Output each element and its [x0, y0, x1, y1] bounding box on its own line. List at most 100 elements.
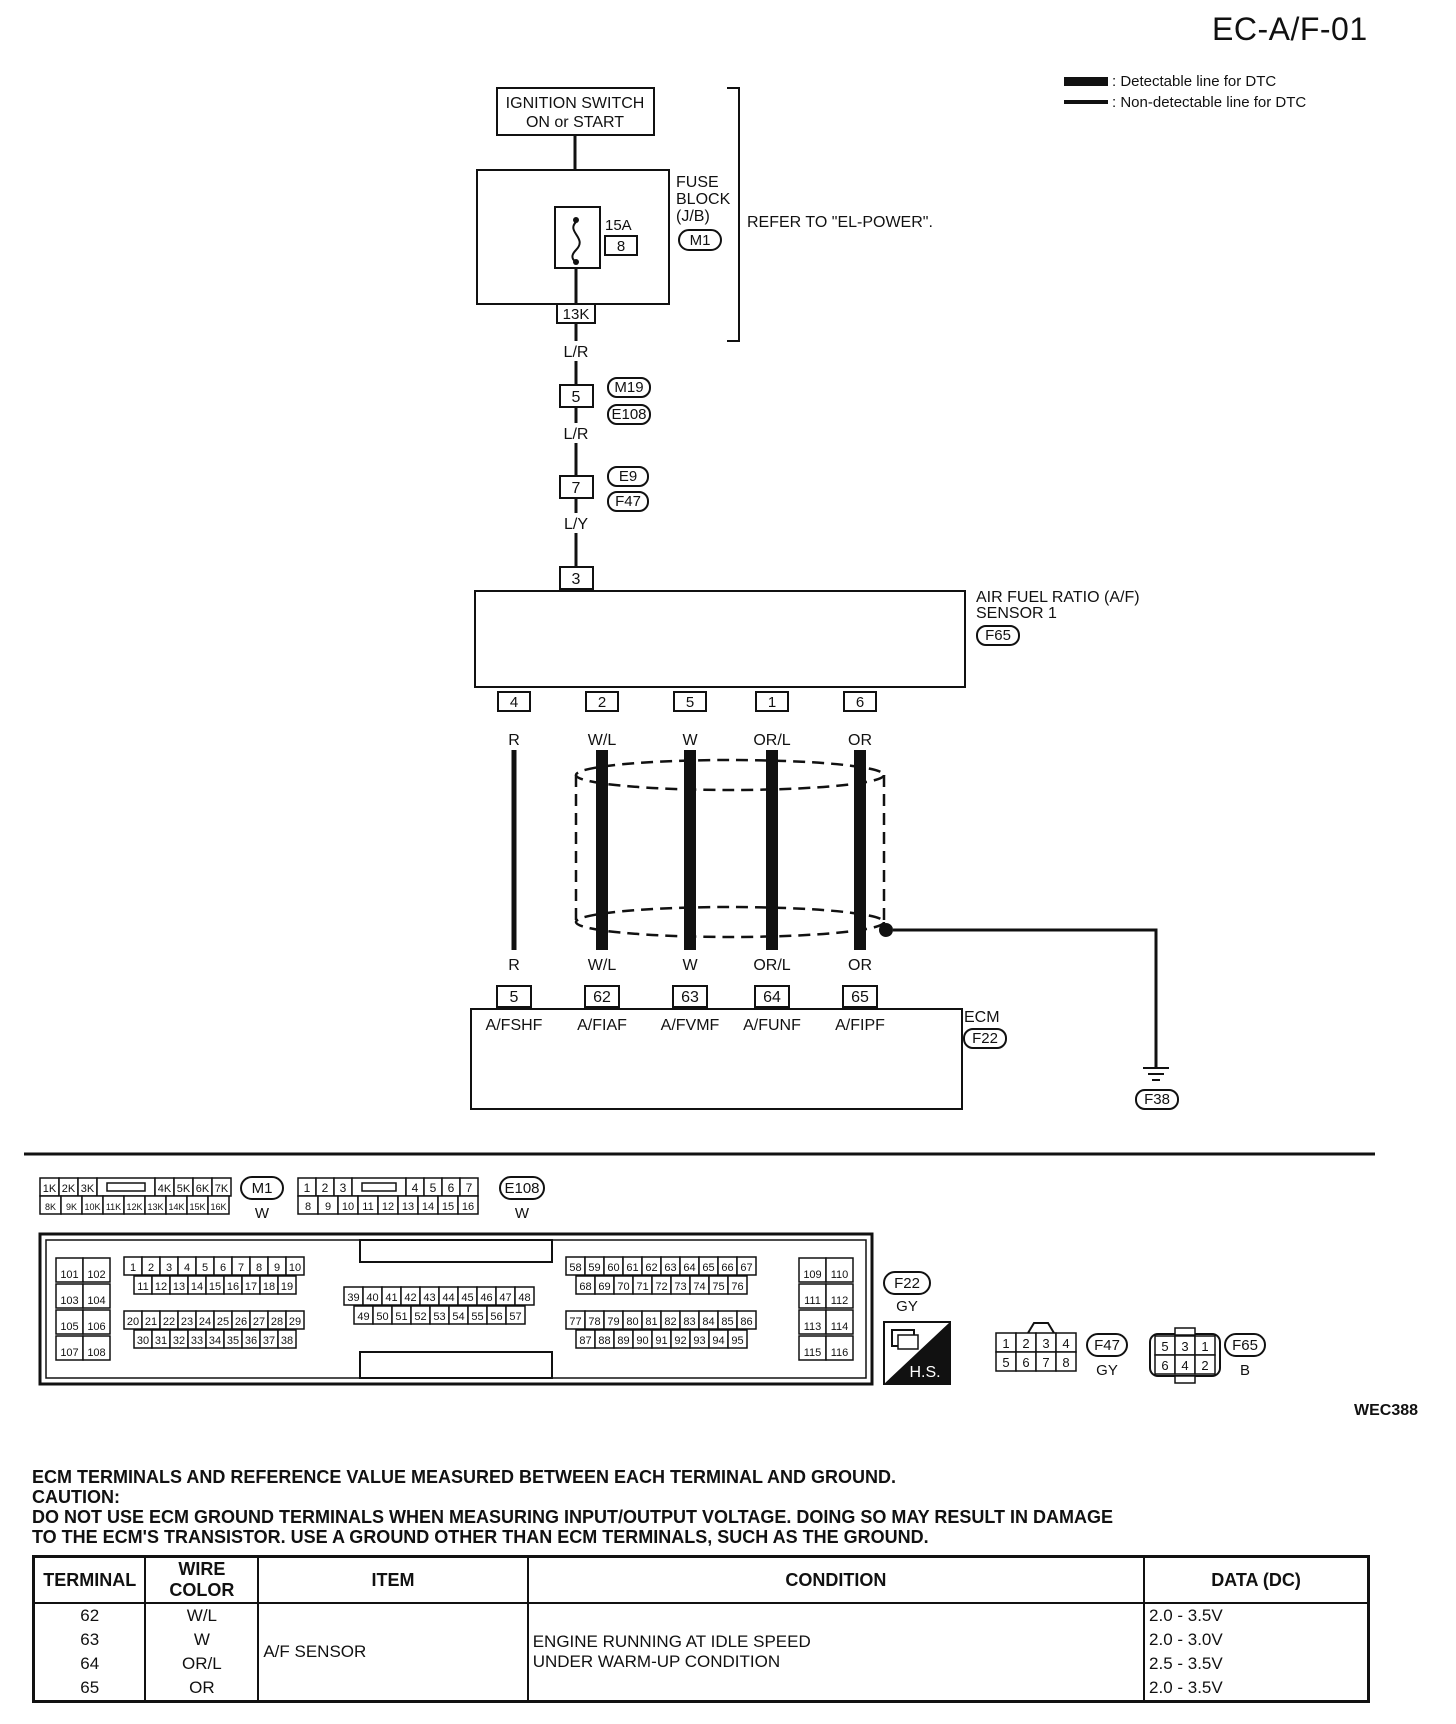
ecm-terminal-table: TERMINAL WIRE COLOR ITEM CONDITION DATA …	[32, 1555, 1370, 1703]
f22-right-pin-label: 112	[831, 1295, 849, 1307]
f22-b3-pin-label: 86	[740, 1316, 752, 1328]
f22-b1-pin-label: 38	[281, 1335, 293, 1347]
joint2-conn-b-tag	[607, 491, 649, 512]
fuse-number-box	[604, 235, 638, 256]
f22-b1-pin-label: 22	[163, 1316, 175, 1328]
shield-ground-wire	[893, 928, 1158, 1068]
table-row: 62 W/L A/F SENSOR ENGINE RUNNING AT IDLE…	[32, 1603, 1370, 1702]
f22-b1-pin-label: 5	[202, 1262, 208, 1274]
f47-row2-pin-label: 8	[1062, 1355, 1069, 1370]
f22-b1-pin-label: 30	[137, 1335, 149, 1347]
sensor-name-line2: SENSOR 1	[976, 605, 1057, 622]
f22-b1-pin-label: 8	[256, 1262, 262, 1274]
f22-right-pin-cell	[798, 1257, 827, 1283]
f22-b1-pin-label: 28	[271, 1316, 283, 1328]
sensor-connector-tag	[976, 625, 1020, 646]
f65-row1-pin-label: 5	[1161, 1339, 1168, 1354]
f22-left-pin-cell	[82, 1335, 111, 1361]
ground-connector-tag	[1135, 1089, 1179, 1110]
f22-left-pin-label: 102	[87, 1269, 105, 1281]
shield-bottom-ellipse	[574, 905, 886, 939]
cell-condition: ENGINE RUNNING AT IDLE SPEED UNDER WARM-…	[526, 1603, 1146, 1702]
ecm-pin-box	[672, 985, 708, 1008]
f22-b1-pin-label: 35	[227, 1335, 239, 1347]
f65-row2-pin-label: 6	[1161, 1358, 1168, 1373]
fuse-dot-top	[573, 217, 579, 223]
legend-detectable-swatch	[1064, 77, 1108, 86]
f47-row2-pin-cell	[1055, 1351, 1077, 1372]
e108-row2-pin-cell	[457, 1195, 479, 1215]
ignition-switch-line2: ON or START	[526, 114, 624, 131]
joint2-conn-a: E9	[619, 468, 637, 485]
shield-top-ellipse	[574, 758, 886, 792]
joint1-conn-b: E108	[611, 406, 646, 423]
e108-row2-pin-label: 8	[305, 1201, 311, 1213]
f22-right-pin-label: 111	[804, 1295, 821, 1307]
f22-b3-pin-label: 76	[731, 1281, 743, 1293]
e108-row1-pin-label: 1	[304, 1181, 311, 1195]
f22-right-pin-label: 114	[831, 1321, 849, 1333]
f22-b3-pin-label: 64	[683, 1262, 695, 1274]
condition-line2: UNDER WARM-UP CONDITION	[532, 1652, 781, 1671]
f22-left-pin-label: 106	[87, 1321, 105, 1333]
f22-b3-pin-label: 85	[721, 1316, 733, 1328]
hs-badge-fill	[884, 1322, 950, 1384]
f65-connector-color: B	[1240, 1362, 1250, 1379]
f22-b1-pin-label: 18	[263, 1281, 275, 1293]
ecm-pin-label: 63	[681, 989, 699, 1006]
f22-right-pin-label: 116	[831, 1347, 849, 1359]
sensor-pin-label: 4	[510, 694, 518, 711]
f22-b3-pin-label: 68	[579, 1281, 591, 1293]
f22-b2-pin-label: 54	[452, 1311, 464, 1323]
header-data: DATA (DC)	[1143, 1555, 1370, 1604]
e108-key-icon	[361, 1182, 397, 1192]
sensor-name-line1: AIR FUEL RATIO (A/F)	[976, 589, 1140, 606]
f22-b2-pin-label: 44	[442, 1292, 454, 1304]
sensor-pin-label: 1	[768, 694, 776, 711]
e108-row1-pin-label: 4	[412, 1181, 419, 1195]
ecm-pin-box	[584, 985, 620, 1008]
f22-b3-pin-label: 71	[636, 1281, 648, 1293]
joint1-pin: 5	[572, 389, 581, 406]
sensor-pin-box	[497, 691, 531, 712]
f22-b3-pin-label: 60	[607, 1262, 619, 1274]
e108-row1-pin-label: 6	[448, 1181, 455, 1195]
f22-b3-pin-label: 73	[674, 1281, 686, 1293]
f47-connector-tag	[1086, 1333, 1128, 1357]
f47-row2-pin-label: 7	[1042, 1355, 1049, 1370]
cell-wire-color: OR	[144, 1676, 260, 1702]
fuse-terminal-label: 13K	[563, 306, 590, 323]
refer-note: REFER TO "EL-POWER".	[747, 214, 933, 231]
f47-latch-icon	[1027, 1322, 1055, 1334]
cell-terminal: 63	[32, 1628, 147, 1652]
f22-b1-pin-label: 3	[166, 1262, 172, 1274]
m1-row2-pin-cell	[207, 1195, 230, 1215]
wire-color-label-bottom: W/L	[588, 957, 617, 974]
f22-b1-pin-label: 29	[289, 1316, 301, 1328]
f22-b1-pin-label: 26	[235, 1316, 247, 1328]
f22-b2-pin-label: 41	[385, 1292, 397, 1304]
f22-b1-pin-cell	[277, 1275, 297, 1295]
e108-row2-pin-label: 15	[442, 1201, 454, 1213]
f22-left-pin-cell	[55, 1335, 84, 1361]
hs-badge-label: H.S.	[909, 1364, 940, 1381]
refer-bracket	[727, 87, 740, 342]
hs-badge: H.S.	[883, 1321, 951, 1385]
f22-b3-pin-cell	[727, 1275, 748, 1295]
fuse-block-label2: BLOCK	[676, 191, 731, 208]
cell-wire-color: W/L	[144, 1603, 260, 1628]
f22-right-pin-cell	[825, 1309, 854, 1335]
ecm-signal-label: A/FVMF	[661, 1017, 720, 1034]
e108-row2-pin-label: 9	[325, 1201, 331, 1213]
m1-connector-id: M1	[252, 1180, 273, 1197]
f22-b3-pin-label: 95	[731, 1335, 743, 1347]
e108-row1-pin-label: 3	[340, 1181, 347, 1195]
f22-b3-pin-cell	[736, 1256, 757, 1276]
f22-left-pin-label: 108	[87, 1347, 105, 1359]
ecm-box	[470, 1008, 963, 1110]
m1-row1-pin-label: 3K	[81, 1183, 95, 1195]
ecm-pin-box	[496, 985, 532, 1008]
f22-b3-pin-label: 90	[636, 1335, 648, 1347]
wire-label-ly: L/Y	[564, 516, 588, 533]
sensor-top-pin: 3	[572, 571, 581, 588]
